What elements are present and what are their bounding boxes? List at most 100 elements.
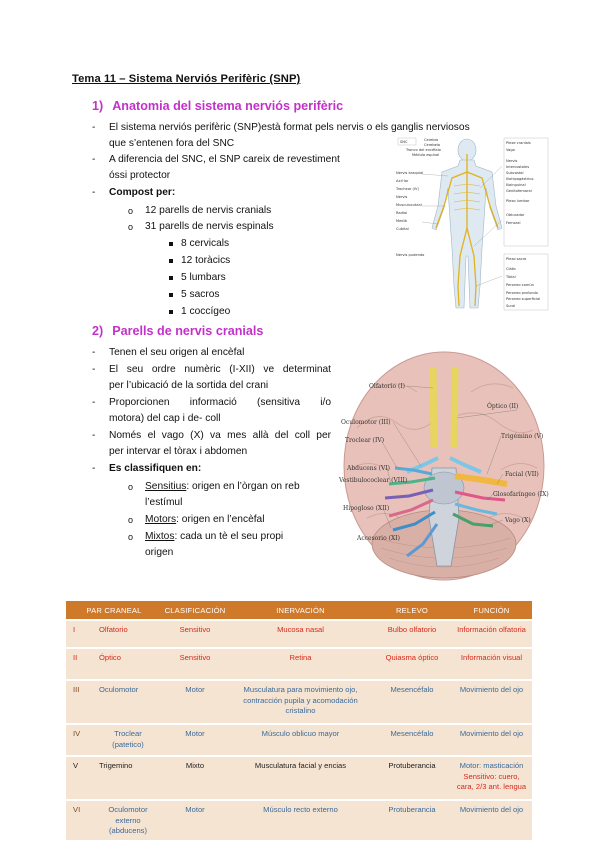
svg-text:Axil·lar: Axil·lar: [396, 179, 409, 183]
svg-text:Médula espinal: Médula espinal: [412, 153, 439, 157]
header-inervacion: INERVACIÓN: [228, 601, 373, 620]
s2-class-sensitius: Sensitius: origen en l’òrgan on reb: [145, 479, 331, 495]
circle-bullet: o: [128, 482, 134, 492]
relay-cell: Bulbo olfatorio: [373, 619, 451, 648]
function-cell: Movimiento del ojo: [451, 723, 532, 756]
bullet-dash: -: [92, 187, 96, 198]
circle-bullet: o: [128, 206, 134, 216]
svg-text:Vago (X): Vago (X): [504, 517, 531, 524]
s2-class-mixtos-line-2: origen: [145, 547, 174, 558]
relay-cell: Protuberancia: [373, 799, 451, 840]
section-1-number: 1): [92, 99, 104, 113]
nerve-number: I: [73, 625, 76, 634]
s1-item-4: 5 sacros: [181, 289, 220, 300]
svg-text:Genitofemoral: Genitofemoral: [506, 189, 532, 193]
svg-text:Ciàtic: Ciàtic: [506, 267, 516, 271]
svg-text:Iliohipogástrico: Iliohipogástrico: [506, 177, 533, 181]
svg-text:Peroneo común: Peroneo común: [506, 283, 534, 287]
bullet-dash: -: [92, 347, 96, 358]
innervation-cell: Musculatura facial y encias: [228, 755, 373, 800]
header-clasificacion: CLASIFICACIÓN: [162, 601, 228, 620]
s2-class-mixtos: Mixtos: cada un tè el seu propi: [145, 529, 331, 545]
bullet-dash: -: [92, 430, 96, 441]
s1-sub-1: 12 parells de nervis cranials: [145, 205, 272, 216]
svg-text:SNC: SNC: [400, 140, 408, 144]
header-relevo: RELEVO: [373, 601, 451, 620]
svg-text:Femoral: Femoral: [506, 221, 520, 225]
s1-bullet-2-line-1: A diferencia del SNC, el SNP careix de r…: [109, 154, 340, 165]
s2-bullet-4-line-1: Només el vago (X) va mes allà del coll p…: [109, 430, 331, 441]
svg-text:Nervis: Nervis: [396, 195, 408, 199]
svg-text:Glosofaríngeo (IX): Glosofaríngeo (IX): [493, 491, 549, 498]
svg-text:Vestibulococlear (VIII): Vestibulococlear (VIII): [338, 477, 407, 484]
header-par-craneal: PAR CRANEAL: [66, 601, 162, 620]
nerve-name: Trigemino: [99, 761, 133, 770]
svg-text:Medià: Medià: [396, 219, 407, 223]
svg-text:Sural: Sural: [506, 304, 515, 308]
classification-cell: Motor: [162, 723, 228, 756]
square-bullet: [169, 242, 173, 246]
bullet-dash: -: [92, 122, 96, 133]
svg-text:Vago: Vago: [506, 148, 515, 152]
s2-bullet-2-line-2: per l’ubicació de la sortida del crani: [109, 380, 269, 391]
circle-bullet: o: [128, 515, 134, 525]
svg-text:Trochear (IV): Trochear (IV): [395, 187, 419, 191]
bullet-dash: -: [92, 463, 96, 474]
bullet-dash: -: [92, 397, 96, 408]
svg-text:Tibial: Tibial: [505, 275, 516, 279]
svg-text:Plexo sacro: Plexo sacro: [506, 257, 526, 261]
square-bullet: [169, 276, 173, 280]
svg-text:Troclear (IV): Troclear (IV): [345, 437, 384, 444]
circle-bullet: o: [128, 222, 134, 232]
svg-text:Peroneo profundo: Peroneo profundo: [506, 291, 538, 295]
nerve-name: Troclear (patetico): [112, 729, 144, 749]
square-bullet: [169, 310, 173, 314]
mixtos-desc: : cada un tè el seu propi: [174, 531, 284, 542]
square-bullet: [169, 259, 173, 263]
table-header-row: PAR CRANEAL CLASIFICACIÓN INERVACIÓN REL…: [66, 601, 532, 620]
svg-text:Olfatorio (I): Olfatorio (I): [369, 383, 405, 390]
classification-cell: Mixto: [162, 755, 228, 800]
page-title: Tema 11 – Sistema Nerviós Perifèric (SNP…: [72, 73, 301, 85]
s2-class-sensitius-line-2: l’estímul: [145, 497, 183, 508]
svg-text:Cubital: Cubital: [396, 227, 409, 231]
classification-cell: Sensitivo: [162, 619, 228, 648]
svg-text:Cerebro: Cerebro: [424, 138, 438, 142]
nerve-name: Oculomotor: [99, 685, 139, 694]
s1-sub-2: 31 parells de nervis espinals: [145, 221, 274, 232]
innervation-cell: Retina: [228, 647, 373, 680]
s1-item-5: 1 coccígeo: [181, 306, 231, 317]
svg-text:Musculocutani: Musculocutani: [396, 203, 422, 207]
peripheral-nervous-system-figure: SNC Cerebro Cerebelo Tronco del encéfalo…: [392, 136, 552, 314]
nerve-name: Olfatorio: [99, 625, 128, 634]
term-motors: Motors: [145, 514, 177, 525]
function-cell: Información visual: [451, 647, 532, 680]
svg-text:Nervis braquial: Nervis braquial: [396, 171, 423, 175]
header-funcion: FUNCIÓN: [451, 601, 532, 620]
svg-text:Tronco del encéfalo: Tronco del encéfalo: [405, 148, 441, 152]
svg-text:Nervis: Nervis: [506, 159, 518, 163]
innervation-cell: Músculo oblicuo mayor: [228, 723, 373, 756]
function-cell: Movimiento del ojo: [451, 679, 532, 724]
nerve-cell: I Olfatorio: [66, 619, 162, 648]
motors-desc: : origen en l’encèfal: [176, 514, 265, 525]
s1-item-2: 12 toràcics: [181, 255, 231, 266]
svg-text:Hipogloso (XII): Hipogloso (XII): [343, 505, 389, 512]
s1-bullet-1-line-2: que s’entenen fora del SNC: [109, 138, 235, 149]
svg-text:Oculomotor (III): Oculomotor (III): [341, 419, 391, 426]
section-2-heading: 2)Parells de nervis cranials: [92, 324, 263, 338]
s2-bullet-3-line-2: motora) del cap i de- coll: [109, 413, 221, 424]
function-sensitive: Sensitivo: cuero, cara, 2/3 ant. lengua: [456, 771, 527, 792]
svg-text:Subcostal: Subcostal: [506, 171, 524, 175]
innervation-cell: Musculatura para movimiento ojo, contrac…: [228, 679, 373, 724]
cranial-nerves-brain-figure: Olfatorio (I) Óptico (II) Oculomotor (II…: [338, 351, 549, 581]
term-mixtos: Mixtos: [145, 531, 175, 542]
